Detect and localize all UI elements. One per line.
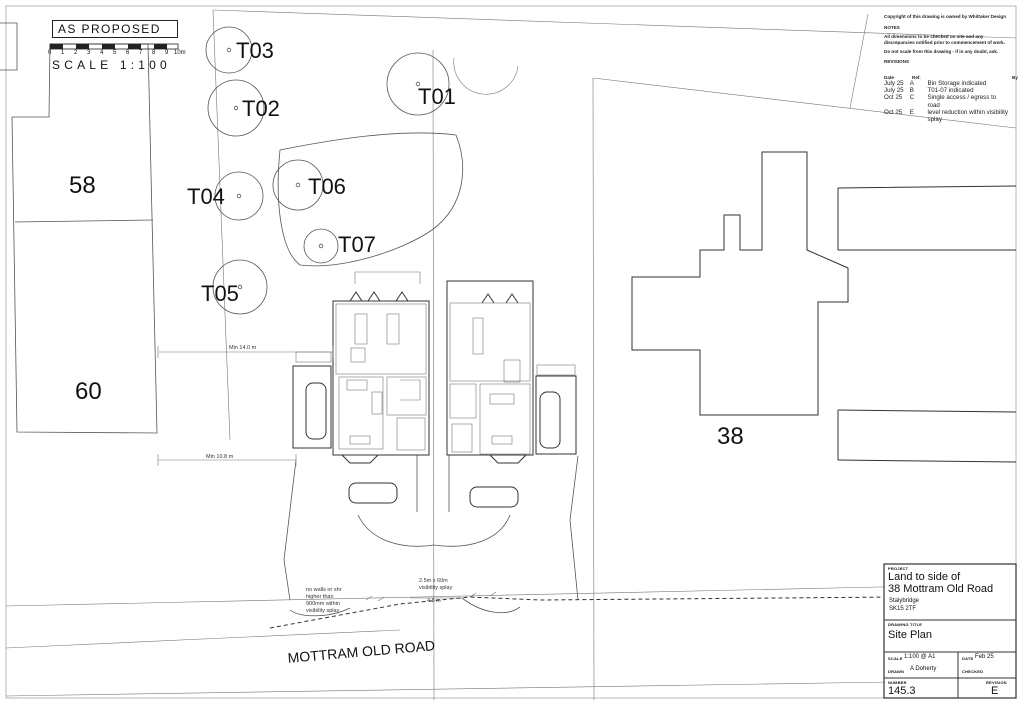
tree-label-t03: T03: [236, 38, 274, 63]
tick-8: 8: [152, 50, 156, 56]
car-icon: [469, 486, 519, 508]
tree-label-t07: T07: [338, 232, 376, 257]
date-field-label: DATE: [962, 656, 974, 661]
sheet-border: [5, 5, 1017, 699]
drawing-title-label: DRAWING TITLE: [888, 622, 923, 627]
drawing-notes: Copyright of this drawing is owned by Wh…: [884, 14, 1014, 65]
plot-boundaries: [0, 9, 1017, 701]
copyright-note: Copyright of this drawing is owned by Wh…: [884, 14, 1006, 19]
note-no-walls-1: no walls or shr: [306, 587, 342, 593]
project-line-1: Land to side of: [888, 571, 961, 583]
car-icon: [348, 482, 398, 504]
note-no-walls-3: 900mm within: [306, 601, 340, 607]
tree-label-t05: T05: [201, 281, 239, 306]
revision-field-label: REVISION: [986, 680, 1007, 685]
project-label: PROJECT: [888, 566, 909, 571]
project-line-2: 38 Mottram Old Road: [888, 583, 994, 595]
revisions-title: REVISIONS: [884, 58, 910, 64]
project-town: Stalybridge: [889, 598, 920, 604]
tree-label-t02: T02: [242, 96, 280, 121]
drawing-title: Site Plan: [888, 629, 933, 641]
col-ref: Ref.: [912, 75, 921, 80]
house-left: [292, 291, 430, 504]
dim-width-4-8: 4.8 m: [427, 598, 441, 604]
col-by: By: [1012, 75, 1018, 80]
tree-label-t04: T04: [187, 184, 225, 209]
dim-splay-b: visibility splay: [419, 585, 453, 591]
drawn-field-value: A Doherty: [910, 666, 937, 672]
note-no-walls-4: visibility splay: [306, 608, 340, 614]
project-postcode: SK15 2TF: [889, 606, 917, 612]
canopy-arc: [453, 57, 519, 95]
scale-bar: [49, 43, 179, 50]
scale-field-label: SCALE: [888, 656, 903, 661]
notes-title: NOTES: [884, 24, 900, 30]
tick-5: 5: [113, 50, 117, 56]
tick-7: 7: [139, 50, 143, 56]
scale-field-value: 1:100 @ A1: [904, 654, 936, 660]
note-check-dimensions: All dimensions to be checked on site and…: [884, 34, 1005, 45]
note-do-not-scale: Do not scale from this drawing - if in a…: [884, 49, 999, 55]
plot-60: 60: [75, 378, 102, 405]
title-block-frame: [883, 563, 1017, 699]
status-text: AS PROPOSED: [58, 22, 161, 36]
tick-10: 10m: [174, 50, 186, 56]
driveways: [283, 455, 579, 617]
status-label: AS PROPOSED: [52, 20, 178, 38]
drawing-number: 145.3: [888, 685, 916, 697]
dim-splay-a: 2.5m x 60m: [419, 578, 448, 584]
tick-2: 2: [74, 50, 78, 56]
revision-header: Date Ref. By: [884, 74, 1018, 80]
col-date: Date: [884, 75, 894, 80]
house-right: [446, 280, 577, 508]
dim-min-14: Min 14.0 m: [229, 345, 257, 351]
revision-value: E: [991, 685, 999, 697]
plot-58: 58: [69, 172, 96, 199]
tick-6: 6: [126, 50, 130, 56]
tree-circles: [205, 26, 450, 315]
tick-1: 1: [61, 50, 65, 56]
note-no-walls-2: higher than: [306, 594, 334, 600]
car-icon: [305, 382, 327, 440]
tree-label-t06: T06: [308, 174, 346, 199]
tick-3: 3: [87, 50, 91, 56]
tree-canopy-outline: [277, 132, 464, 267]
plot-38: 38: [717, 423, 744, 450]
dimension-lines: [157, 346, 462, 599]
patio: [354, 271, 421, 284]
tick-9: 9: [165, 50, 169, 56]
road: [5, 583, 1017, 697]
drawn-field-label: DRAWN: [888, 669, 905, 674]
car-icon: [539, 391, 561, 449]
tree-label-t01: T01: [418, 84, 456, 109]
dim-min-10-8: Min 10.8 m: [206, 454, 234, 460]
checked-field-label: CHECKED: [962, 669, 984, 674]
tick-4: 4: [100, 50, 104, 56]
number-field-label: NUMBER: [888, 680, 907, 685]
date-field-value: Feb 25: [975, 654, 994, 660]
tick-0: 0: [48, 50, 52, 56]
scale-label: SCALE 1:100: [52, 58, 171, 72]
